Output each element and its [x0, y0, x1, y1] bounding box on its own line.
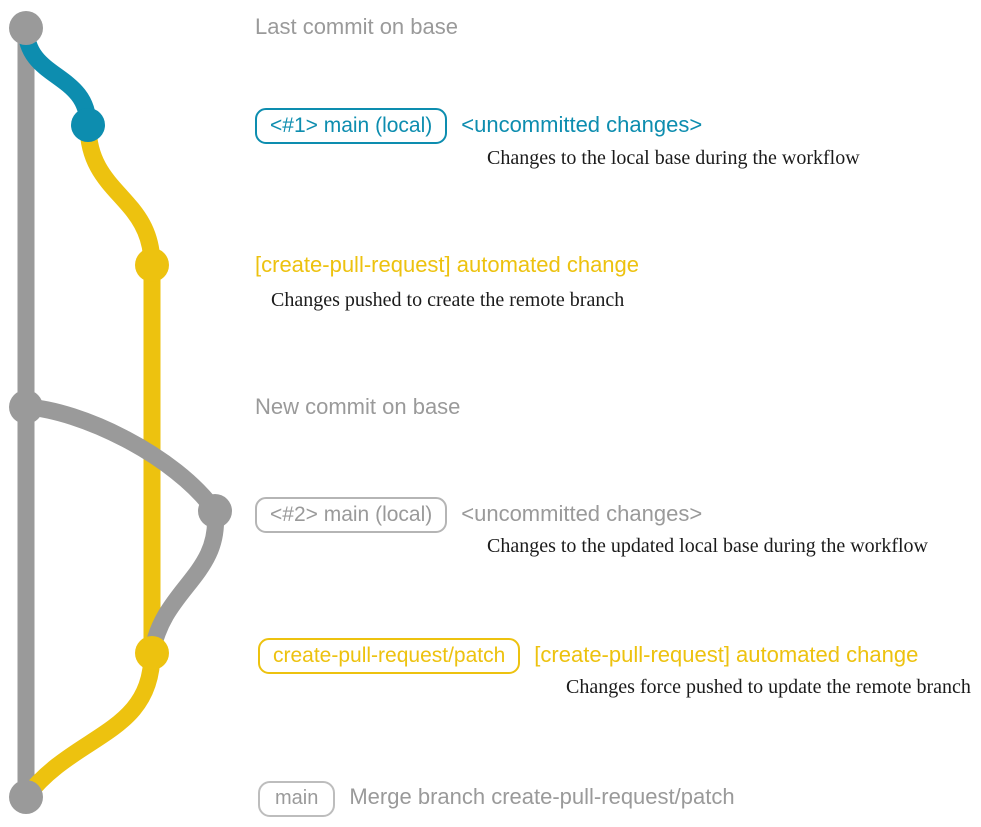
- entry-remote-patch: create-pull-request/patch [create-pull-r…: [258, 638, 918, 674]
- commit-description-local-1: Changes to the local base during the wor…: [487, 147, 860, 169]
- entry-local-2: <#2> main (local) <uncommitted changes>: [255, 497, 702, 533]
- node-local-commit-1: [71, 108, 105, 142]
- section-title-new-commit-on-base: New commit on base: [255, 394, 461, 419]
- branch-badge-create-pull-request-patch[interactable]: create-pull-request/patch: [258, 638, 521, 674]
- node-local-commit-2: [198, 494, 232, 528]
- commit-message-local-1: <uncommitted changes>: [461, 112, 703, 137]
- branch-badge-main[interactable]: main: [258, 781, 336, 817]
- branch-badge-local-2[interactable]: <#2> main (local): [255, 497, 448, 533]
- entry-local-1: <#1> main (local) <uncommitted changes>: [255, 108, 702, 144]
- node-remote-commit-2: [135, 636, 169, 670]
- branch-badge-local-1[interactable]: <#1> main (local): [255, 108, 448, 144]
- section-title-last-commit-on-base: Last commit on base: [255, 14, 458, 39]
- commit-description-remote-patch: Changes force pushed to update the remot…: [566, 676, 971, 698]
- commit-description-remote-create: Changes pushed to create the remote bran…: [271, 289, 625, 311]
- edge-remote-2-to-merge: [17, 644, 161, 806]
- commit-message-remote-patch: [create-pull-request] automated change: [534, 642, 919, 667]
- edge-base-new-to-local-2: [17, 398, 224, 520]
- entry-merge: main Merge branch create-pull-request/pa…: [258, 781, 735, 817]
- node-remote-commit-1: [135, 248, 169, 282]
- commit-message-merge: Merge branch create-pull-request/patch: [349, 784, 735, 809]
- edge-local-1-to-remote-1: [79, 116, 161, 274]
- node-base-last-commit: [9, 11, 43, 45]
- commit-message-local-2: <uncommitted changes>: [461, 501, 703, 526]
- commit-message-remote-create: [create-pull-request] automated change: [255, 252, 640, 277]
- commit-description-local-2: Changes to the updated local base during…: [487, 535, 928, 557]
- node-base-new-commit: [9, 390, 43, 424]
- entry-remote-create: [create-pull-request] automated change: [255, 252, 639, 278]
- node-merge-commit: [9, 780, 43, 814]
- edge-local-2-to-remote-2: [143, 502, 225, 662]
- edge-base-to-local-1: [17, 19, 97, 134]
